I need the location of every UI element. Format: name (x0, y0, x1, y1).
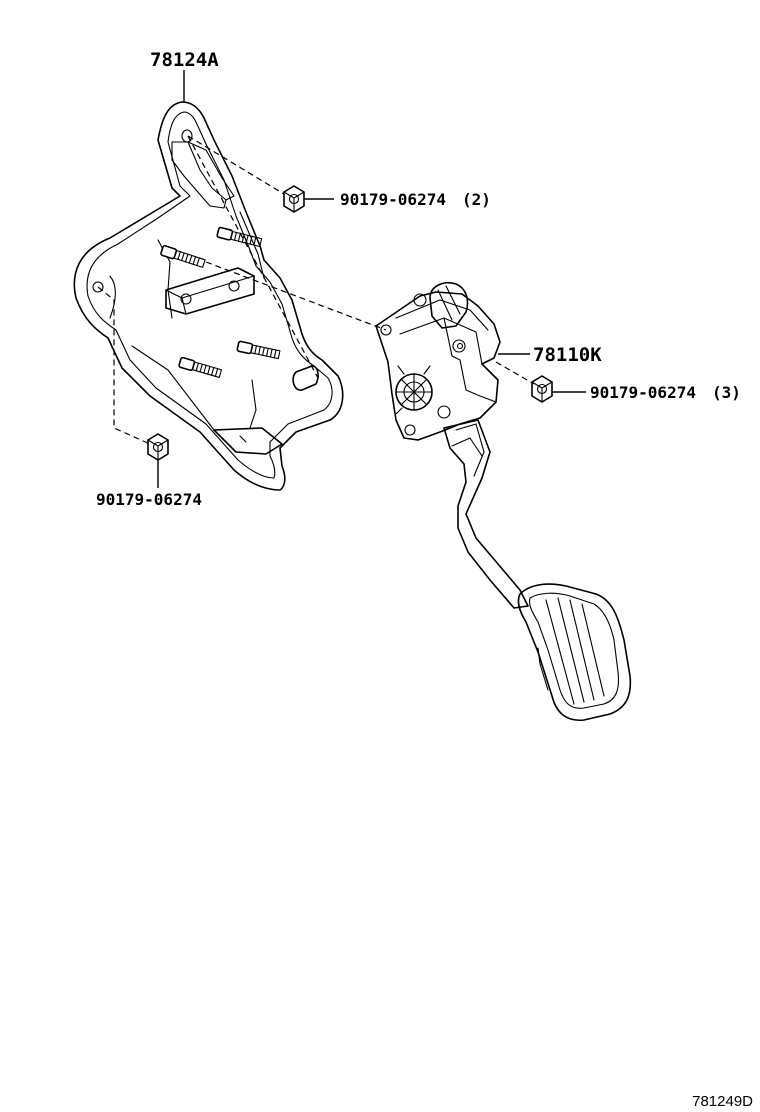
leader-lines (157, 70, 586, 488)
nut-lower (147, 433, 169, 461)
assembly-lines (97, 135, 535, 445)
pedal-assembly-78110k (375, 282, 632, 721)
label-nut-pedal-qty: (3) (712, 383, 741, 402)
label-nut-upper: 90179-06274 (340, 190, 446, 209)
figure-id: 781249D (692, 1093, 753, 1110)
label-bracket: 78124A (150, 49, 219, 71)
stud-bolts (160, 226, 281, 378)
label-nut-lower: 90179-06274 (96, 490, 202, 509)
label-nut-upper-qty: (2) (462, 190, 491, 209)
bracket-78124a (73, 101, 344, 491)
sensor-gear (395, 365, 433, 415)
nut-upper (283, 185, 305, 213)
nut-pedal (531, 375, 553, 403)
label-pedal-assembly: 78110K (533, 344, 602, 366)
label-nut-pedal: 90179-06274 (590, 383, 696, 402)
